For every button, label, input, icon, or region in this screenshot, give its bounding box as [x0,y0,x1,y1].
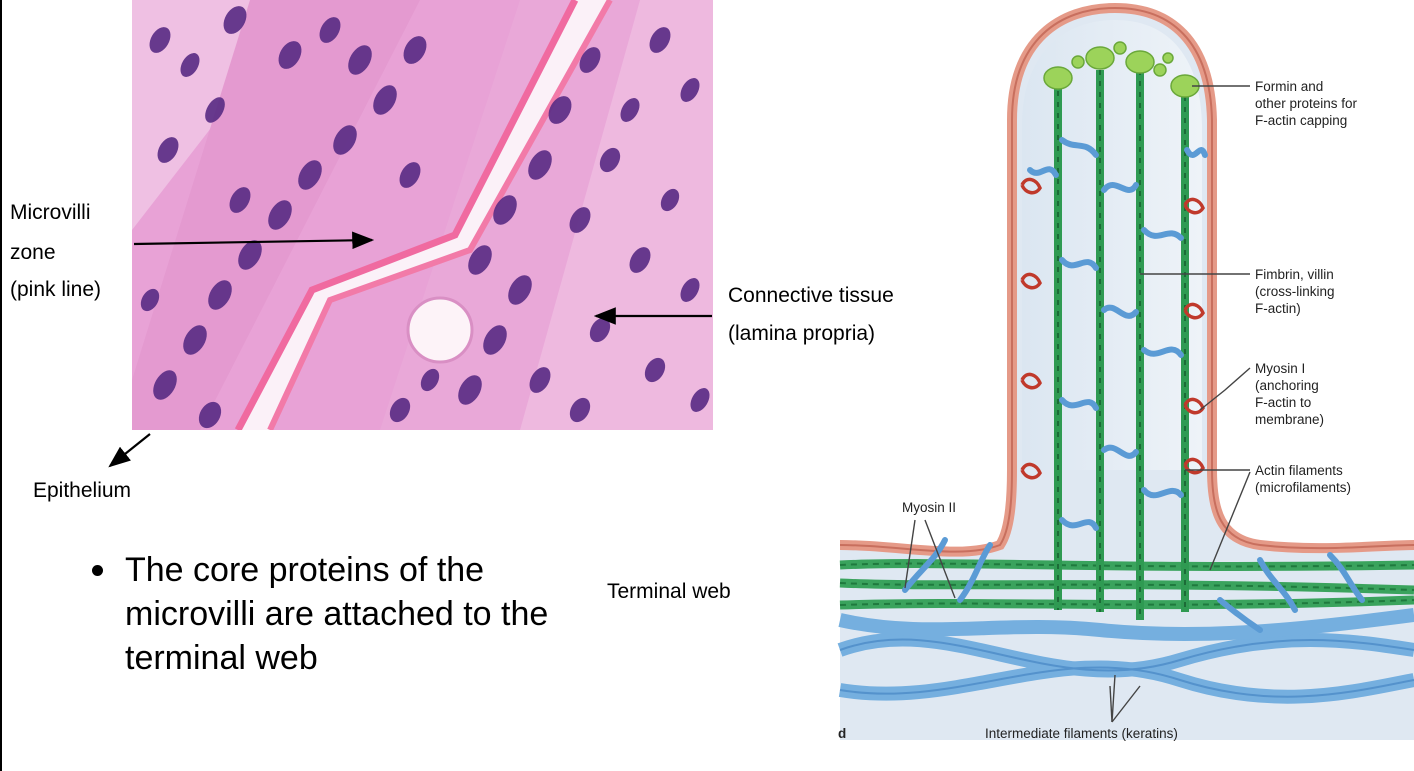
epithelium-arrow [110,434,150,466]
myosin1-label-line1: Myosin I [1255,361,1305,377]
actin-label-line1: Actin filaments [1255,463,1343,479]
connective-tissue-label-line1: Connective tissue [728,283,894,308]
myosin1-label-line2: (anchoring [1255,378,1319,394]
connective-tissue-label-line2: (lamina propria) [728,321,875,346]
microvilli-label-line1: Microvilli [10,200,91,225]
formin-label-line3: F-actin capping [1255,113,1347,129]
bullet-point [92,565,103,576]
bullet-text: The core proteins of the microvilli are … [125,548,595,680]
fimbrin-label-line3: F-actin) [1255,301,1301,317]
panel-letter: d [838,726,846,742]
histology-micrograph [132,0,713,432]
formin-label-line2: other proteins for [1255,96,1357,112]
myosin2-label: Myosin II [902,500,956,516]
actin-label-line2: (microfilaments) [1255,480,1351,496]
terminal-web-label: Terminal web [607,579,731,604]
microvilli-label-line3: (pink line) [10,277,101,302]
fimbrin-label-line1: Fimbrin, villin [1255,267,1334,283]
microvilli-label-line2: zone [10,240,56,265]
intermediate-filaments-label: Intermediate filaments (keratins) [985,726,1178,742]
myosin1-label-line4: membrane) [1255,412,1324,428]
myosin1-label-line3: F-actin to [1255,395,1311,411]
formin-label-line1: Formin and [1255,79,1323,95]
fimbrin-label-line2: (cross-linking [1255,284,1335,300]
epithelium-label: Epithelium [33,478,131,503]
